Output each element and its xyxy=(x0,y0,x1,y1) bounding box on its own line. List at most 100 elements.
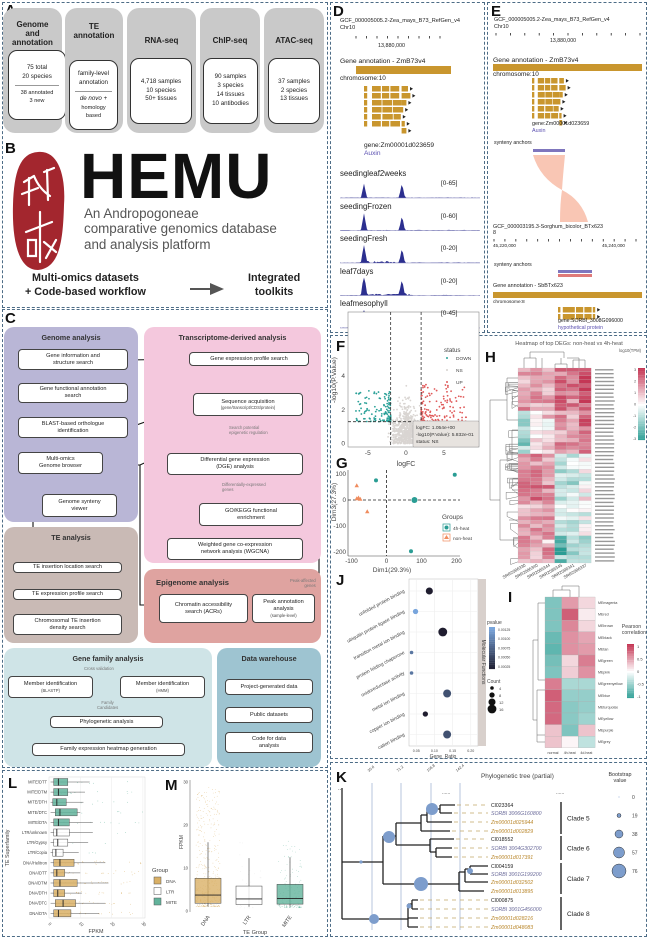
heatmap-cell xyxy=(566,449,580,454)
heatmap-cell xyxy=(554,535,567,540)
correlation-legend-bar xyxy=(627,680,634,682)
jitter-point xyxy=(120,812,122,814)
jitter-point xyxy=(214,845,216,846)
jitter-point xyxy=(205,853,206,855)
volcano-point-up xyxy=(426,395,429,398)
gene-exon xyxy=(553,106,559,112)
jitter-point xyxy=(286,863,288,865)
jitter-point xyxy=(218,813,220,815)
jitter-point xyxy=(200,827,202,829)
heatmap-cell xyxy=(542,434,555,439)
row-label-mark xyxy=(595,544,615,546)
jitter-point xyxy=(204,832,205,834)
jitter-point xyxy=(129,861,130,863)
correlation-legend-bar xyxy=(627,660,634,663)
jitter-point xyxy=(197,867,199,869)
heatmap-legend-bar xyxy=(638,434,645,437)
strand-arrow-icon xyxy=(597,315,601,319)
volcano-point-up xyxy=(430,416,432,419)
jitter-point xyxy=(209,840,211,842)
heatmap-legend-bar xyxy=(638,369,645,372)
jitter-point xyxy=(197,841,199,843)
jitter-point xyxy=(96,860,97,862)
heatmap-cell xyxy=(578,383,592,388)
go-term-dot xyxy=(443,689,452,698)
heatmap-cell xyxy=(566,535,580,540)
heatmap-cell xyxy=(566,488,580,493)
gene-exon xyxy=(545,78,551,84)
gene-exon xyxy=(390,86,400,92)
jitter-point xyxy=(242,842,244,844)
jitter-point xyxy=(219,863,221,864)
hemu-title: HEMU xyxy=(80,140,273,212)
card-title: Genome and annotation xyxy=(12,20,53,48)
annotation-note: Search potential epigenetic regulation xyxy=(229,425,268,435)
jitter-point xyxy=(204,865,206,867)
heatmap-legend-bar xyxy=(638,432,645,435)
y-tick-label: DNA/Helitron xyxy=(23,860,48,865)
volcano-point-ns xyxy=(412,413,415,416)
x-tick-label: 0.10 xyxy=(431,749,438,753)
jitter-point xyxy=(108,903,110,905)
volcano-point-ns xyxy=(394,438,396,441)
gene-product: Auxin xyxy=(532,128,546,134)
volcano-point-up xyxy=(446,390,448,393)
heatmap-legend-bar xyxy=(638,373,645,376)
heatmap-cell xyxy=(530,547,543,552)
jitter-point xyxy=(201,795,202,797)
heatmap-cell xyxy=(517,445,531,450)
volcano-point-up xyxy=(434,414,436,416)
heatmap-cell xyxy=(542,559,555,564)
count-legend-dot xyxy=(487,704,497,714)
legend-value: 38 xyxy=(632,832,638,838)
legend-tick: -1 xyxy=(637,694,641,699)
jitter-point xyxy=(215,866,216,868)
volcano-point-down xyxy=(356,419,359,422)
node-sublabel: (HMM) xyxy=(156,687,169,693)
jitter-point xyxy=(198,807,200,808)
jitter-point xyxy=(129,881,131,882)
jitter-point xyxy=(198,904,200,906)
legend-value: 19 xyxy=(632,814,638,820)
jitter-point xyxy=(109,912,110,913)
jitter-point xyxy=(215,860,217,861)
volcano-point-down xyxy=(389,414,392,417)
heatmap-cell xyxy=(542,481,555,486)
y-axis-label: FPKM xyxy=(179,835,185,849)
volcano-point-down xyxy=(360,413,363,415)
heatmap-cell xyxy=(542,508,555,513)
jitter-point xyxy=(215,905,216,907)
volcano-point-ns xyxy=(396,418,399,421)
jitter-point xyxy=(297,906,299,908)
node-label: Weighted gene co-expression network anal… xyxy=(198,542,272,555)
row-label-mark xyxy=(595,490,614,492)
volcano-point-up xyxy=(441,418,444,421)
heatmap-cell xyxy=(517,383,531,388)
leaf-label: Zm00001d025944 xyxy=(490,820,533,826)
jitter-point xyxy=(279,907,281,908)
jitter-point xyxy=(216,873,218,875)
volcano-point-ns xyxy=(401,408,404,411)
y-tick-label: DNA/DTA xyxy=(29,911,47,916)
bootstrap-bubble xyxy=(383,831,395,843)
heatmap-cell xyxy=(566,555,580,560)
strand-arrow-icon xyxy=(405,108,409,112)
card-title: RNA-seq xyxy=(144,36,179,45)
jitter-point xyxy=(128,892,130,894)
heatmap-cell xyxy=(517,399,531,404)
volcano-point-down xyxy=(365,396,368,399)
leaf-label: Zm00001d013895 xyxy=(490,889,533,895)
heatmap-cell xyxy=(554,473,567,478)
clade-label: Clade 7 xyxy=(567,876,590,883)
jitter-point xyxy=(198,818,199,820)
jitter-point xyxy=(217,906,219,908)
jitter-point xyxy=(239,854,241,856)
scale-tick: 35.6 xyxy=(367,765,375,773)
pca-point-non-heat xyxy=(354,483,359,488)
row-label-mark xyxy=(595,509,614,511)
node-te-dens: Chromosomal TE insertion density search xyxy=(13,614,122,635)
annotation-note: Cross validation xyxy=(84,666,114,671)
heatmap-cell xyxy=(517,465,531,470)
volcano-point-up xyxy=(423,386,426,388)
volcano-point-ns xyxy=(405,431,408,434)
